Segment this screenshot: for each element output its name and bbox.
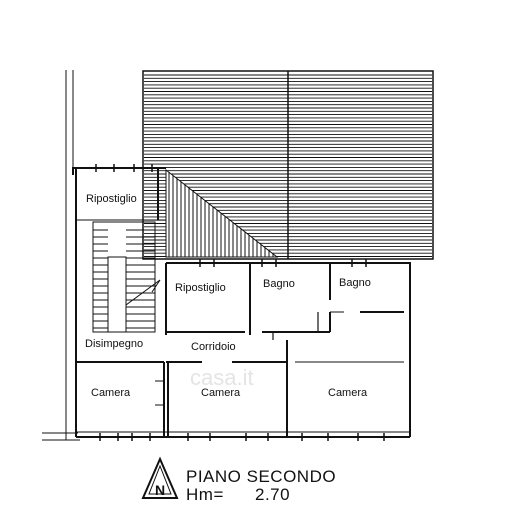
watermark: casa.it bbox=[190, 365, 254, 390]
room-label-bagno-right: Bagno bbox=[339, 277, 371, 289]
floor-title: PIANO SECONDO bbox=[186, 467, 336, 486]
room-label-camera-center: Camera bbox=[201, 387, 241, 399]
room-label-camera-left: Camera bbox=[91, 387, 131, 399]
interior-walls bbox=[76, 262, 404, 437]
north-letter: N bbox=[155, 482, 165, 498]
height-value: 2.70 bbox=[255, 485, 290, 504]
room-label-disimpegno: Disimpegno bbox=[85, 338, 143, 350]
height-label: Hm= bbox=[186, 485, 224, 504]
room-label-ripostiglio-upper: Ripostiglio bbox=[86, 193, 137, 205]
stairwell bbox=[92, 221, 161, 333]
left-edge-walls bbox=[42, 70, 80, 441]
north-arrow-icon: N bbox=[141, 456, 179, 499]
room-label-ripostiglio-lower: Ripostiglio bbox=[175, 282, 226, 294]
room-label-camera-right: Camera bbox=[328, 387, 368, 399]
room-label-corridoio: Corridoio bbox=[191, 341, 236, 353]
stair-diagonal-hatch bbox=[165, 168, 279, 258]
window-marks bbox=[95, 164, 385, 441]
room-label-bagno-left: Bagno bbox=[263, 278, 295, 290]
